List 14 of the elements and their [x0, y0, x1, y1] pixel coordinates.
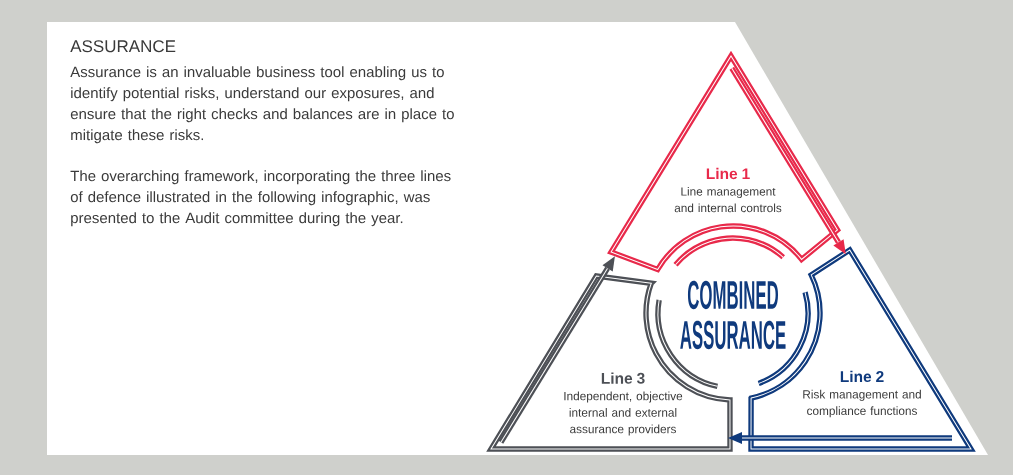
- paragraph: The overarching framework, incorporating the three lines of defence illustrated in the following infographic, was presented to the Audit committee during the year.: [70, 170, 451, 227]
- arrow: [728, 432, 953, 444]
- line-description: Line management and internal controls: [674, 187, 782, 213]
- line-heading: Line 3: [601, 372, 645, 384]
- line-heading: Line 2: [840, 370, 884, 383]
- line-description: Independent, objective internal and external assurance providers: [564, 391, 683, 436]
- segment-region: [608, 53, 841, 273]
- arrow: [498, 256, 615, 444]
- arrow: [729, 66, 846, 255]
- paragraph: Assurance is an invaluable business tool enabling us to identify potential risks, understand our exposures, and ensure that the right checks and balances are in place to mitigate these risks.: [70, 66, 454, 144]
- line-description: Risk management and compliance functions: [803, 389, 921, 418]
- line-heading: Line 1: [706, 167, 750, 180]
- heading: ASSURANCE: [70, 40, 176, 53]
- center-title: COMBINED ASSURANCE: [680, 280, 786, 350]
